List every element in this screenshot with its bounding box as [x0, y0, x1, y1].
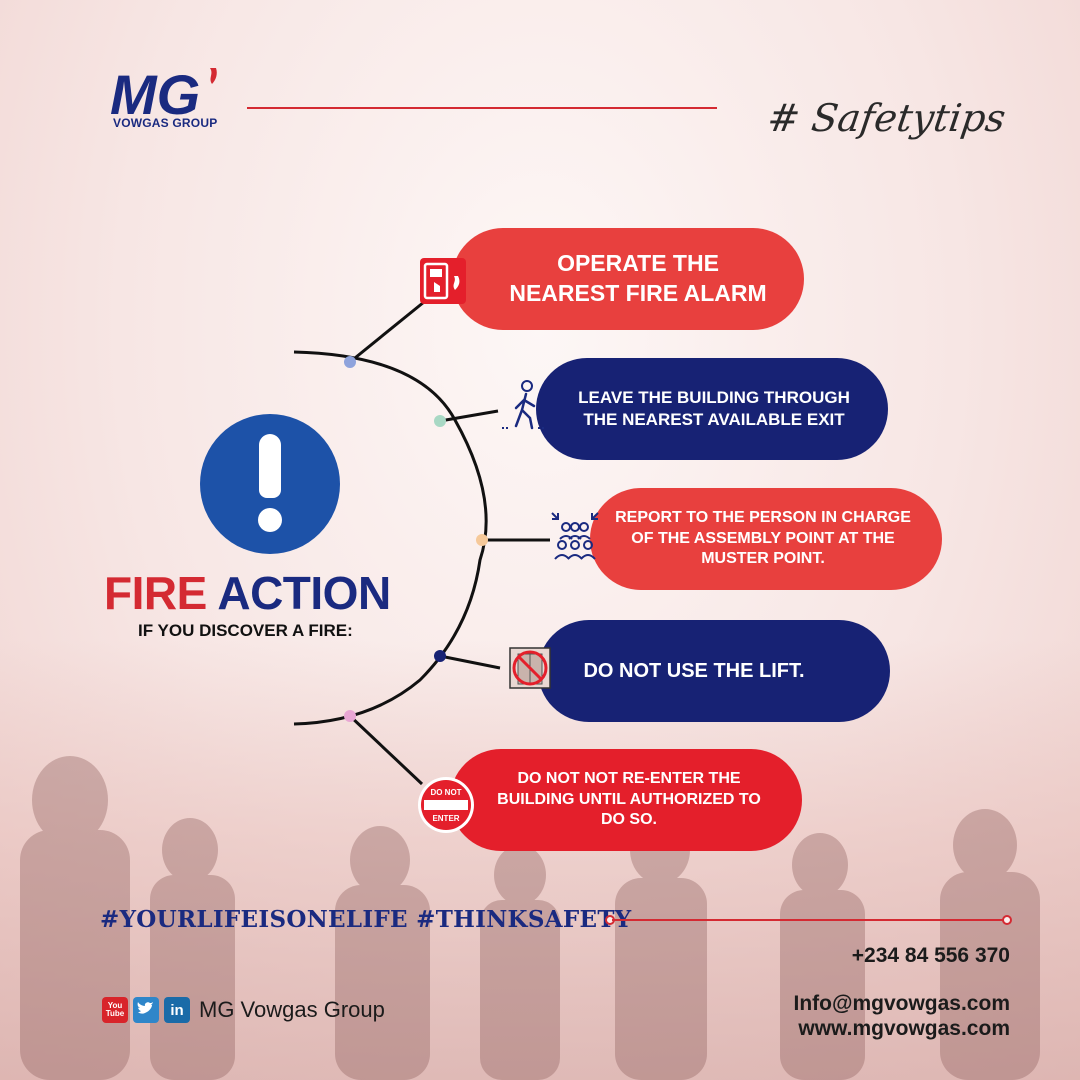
node-dot-3	[476, 534, 488, 546]
twitter-bird-glyph	[137, 1002, 154, 1014]
node-dot-4	[434, 650, 446, 662]
no-entry-line2: ENTER	[432, 814, 459, 823]
social-handle: MG Vowgas Group	[199, 997, 385, 1022]
brand-name: VOWGAS GROUP	[113, 116, 218, 130]
title-action: ACTION	[217, 567, 391, 619]
step-5-pill: DO NOT NOT RE-ENTER THE BUILDING UNTIL A…	[450, 749, 802, 851]
flame-icon	[210, 68, 217, 84]
step-3-pill: REPORT TO THE PERSON IN CHARGE OF THE AS…	[590, 488, 942, 590]
step-4-pill: DO NOT USE THE LIFT.	[538, 620, 890, 722]
connector-5	[348, 714, 424, 786]
node-dot-5	[344, 710, 356, 722]
node-dot-1	[344, 356, 356, 368]
linkedin-icon[interactable]: in	[164, 997, 190, 1023]
footer-line-end-dot	[1002, 915, 1012, 925]
connector-4	[439, 654, 501, 670]
twitter-icon[interactable]	[133, 997, 159, 1023]
connector-1	[349, 300, 425, 364]
assembly-point-icon	[551, 512, 599, 560]
footer-divider	[612, 919, 1004, 921]
exclamation-dot	[258, 508, 282, 532]
timeline-arc	[293, 350, 488, 726]
youtube-label-1: You	[107, 1001, 123, 1010]
page-title: FIRE ACTION	[104, 566, 391, 620]
step-1-pill: OPERATE THE NEAREST FIRE ALARM	[452, 228, 804, 330]
phone-number: +234 84 556 370	[851, 944, 1010, 967]
header-divider	[247, 107, 717, 109]
footer-hashtags: #YOURLIFEISONELIFE #THINKSAFETY	[100, 906, 632, 933]
exclamation-icon	[200, 414, 340, 554]
crowd-silhouette	[20, 756, 1040, 1080]
node-dot-2	[434, 415, 446, 427]
no-entry-line1: DO NOT	[430, 788, 461, 797]
fire-alarm-icon	[420, 258, 466, 304]
youtube-label-2: Tube	[105, 1009, 125, 1018]
page-subtitle: IF YOU DISCOVER A FIRE:	[138, 621, 353, 640]
youtube-icon[interactable]: You Tube	[102, 997, 128, 1023]
email-link[interactable]: Info@mgvowgas.com	[793, 992, 1010, 1015]
walking-exit-icon	[502, 380, 546, 430]
social-links: You Tube in MG Vowgas Group	[102, 997, 385, 1023]
step-2-pill: LEAVE THE BUILDING THROUGH THE NEAREST A…	[536, 358, 888, 460]
title-fire: FIRE	[104, 567, 207, 619]
website-link[interactable]: www.mgvowgas.com	[798, 1017, 1010, 1040]
exclamation-bar	[259, 434, 281, 498]
do-not-enter-icon: DO NOT ENTER	[418, 777, 474, 833]
connector-2	[439, 409, 499, 423]
no-lift-icon	[509, 647, 551, 689]
mg-logo: MG	[110, 64, 217, 126]
logo-letters: MG	[110, 64, 200, 126]
